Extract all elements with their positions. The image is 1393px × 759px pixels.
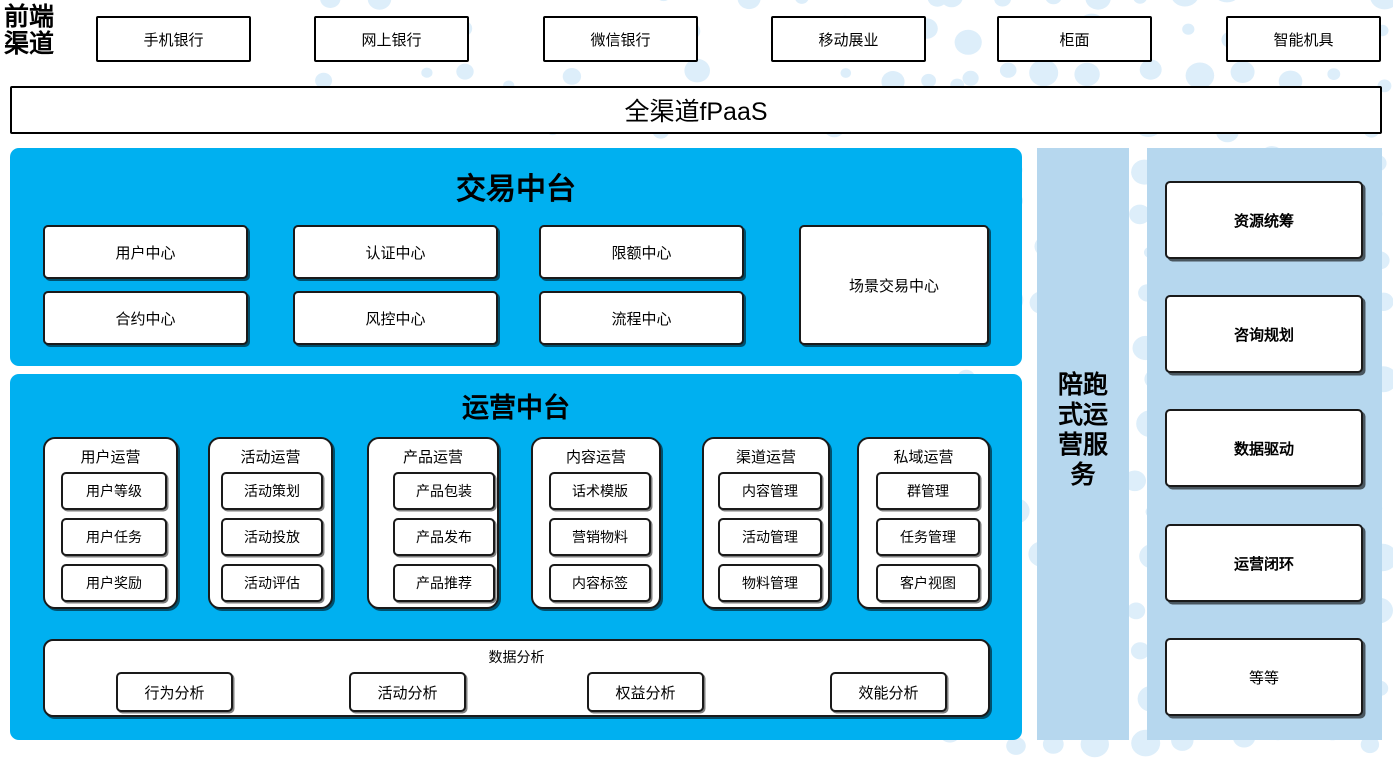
accompany-service-line: 务	[1070, 461, 1096, 489]
transaction-card-limit-center[interactable]: 限额中心	[539, 225, 744, 279]
omnichannel-fpaas-bar[interactable]: 全渠道fPaaS	[10, 86, 1382, 134]
channel-item-counter[interactable]: 柜面	[997, 16, 1152, 62]
channel-item-label: 柜面	[1059, 31, 1090, 49]
transaction-card-label: 合约中心	[115, 310, 176, 328]
front-channel-label: 前端 渠道	[4, 4, 92, 58]
accompany-service-line: 陪跑	[1057, 371, 1108, 399]
transaction-card-label: 限额中心	[611, 244, 672, 262]
transaction-card-label: 场景交易中心	[848, 277, 939, 295]
operation-group-title: 渠道运营	[735, 449, 796, 466]
accompany-service-title: 陪跑 式运 营服 务	[1037, 370, 1129, 490]
service-card-etc[interactable]: 等等	[1165, 638, 1363, 716]
service-card-operation-loop[interactable]: 运营闭环	[1165, 524, 1363, 602]
operation-item[interactable]: 任务管理	[876, 518, 980, 556]
data-analysis-item[interactable]: 行为分析	[116, 672, 233, 712]
service-card-label: 咨询规划	[1233, 326, 1294, 344]
operation-item[interactable]: 活动投放	[221, 518, 323, 556]
service-card-resource-coordination[interactable]: 资源统筹	[1165, 181, 1363, 259]
operation-group-product: 产品运营 产品包装 产品发布 产品推荐	[367, 437, 499, 609]
transaction-card-label: 用户中心	[115, 244, 176, 262]
transaction-card-label: 流程中心	[611, 310, 672, 328]
data-analysis-item[interactable]: 权益分析	[587, 672, 704, 712]
operation-item[interactable]: 群管理	[876, 472, 980, 510]
omnichannel-fpaas-label: 全渠道fPaaS	[624, 98, 768, 126]
operation-group-channel: 渠道运营 内容管理 活动管理 物料管理	[702, 437, 830, 609]
operation-item[interactable]: 内容标签	[549, 564, 651, 602]
transaction-card-risk-center[interactable]: 风控中心	[293, 291, 498, 345]
operation-item[interactable]: 活动策划	[221, 472, 323, 510]
data-analysis-item[interactable]: 活动分析	[349, 672, 466, 712]
operation-center-panel: 运营中台 用户运营 用户等级 用户任务 用户奖励 活动运营 活动策划 活动投放 …	[10, 374, 1022, 740]
channel-item-label: 手机银行	[143, 31, 204, 49]
operation-item[interactable]: 物料管理	[718, 564, 822, 602]
transaction-card-user-center[interactable]: 用户中心	[43, 225, 248, 279]
operation-group-title: 内容运营	[565, 449, 626, 466]
service-card-data-driven[interactable]: 数据驱动	[1165, 409, 1363, 487]
operation-item[interactable]: 活动评估	[221, 564, 323, 602]
operation-group-activity: 活动运营 活动策划 活动投放 活动评估	[208, 437, 333, 609]
channel-item-smart-machine[interactable]: 智能机具	[1226, 16, 1381, 62]
data-analysis-box: 数据分析 行为分析 活动分析 权益分析 效能分析	[43, 639, 990, 717]
service-card-label: 等等	[1248, 669, 1279, 687]
operation-group-title: 私域运营	[893, 449, 954, 466]
operation-item[interactable]: 活动管理	[718, 518, 822, 556]
operation-item[interactable]: 用户奖励	[61, 564, 167, 602]
channel-item-wechat-bank[interactable]: 微信银行	[543, 16, 698, 62]
transaction-center-panel: 交易中台 用户中心 认证中心 限额中心 合约中心 风控中心 流程中心 场景交易中…	[10, 148, 1022, 366]
operation-group-content: 内容运营 话术模版 营销物料 内容标签	[531, 437, 661, 609]
operation-item[interactable]: 营销物料	[549, 518, 651, 556]
transaction-card-label: 认证中心	[365, 244, 426, 262]
accompany-service-line: 营服	[1057, 431, 1108, 459]
operation-item[interactable]: 产品发布	[393, 518, 495, 556]
operation-item[interactable]: 话术模版	[549, 472, 651, 510]
operation-item[interactable]: 客户视图	[876, 564, 980, 602]
data-analysis-title: 数据分析	[488, 649, 545, 665]
accompany-service-column: 陪跑 式运 营服 务	[1037, 148, 1129, 740]
operation-item[interactable]: 用户任务	[61, 518, 167, 556]
operation-center-title: 运营中台	[462, 393, 570, 423]
operation-item[interactable]: 用户等级	[61, 472, 167, 510]
transaction-center-title: 交易中台	[456, 173, 576, 206]
transaction-card-scenario-center[interactable]: 场景交易中心	[799, 225, 989, 345]
front-channel-label-line1: 前端	[4, 4, 55, 31]
service-card-label: 运营闭环	[1233, 555, 1294, 573]
data-analysis-item[interactable]: 效能分析	[830, 672, 947, 712]
channel-item-label: 网上银行	[361, 31, 422, 49]
service-card-label: 资源统筹	[1233, 212, 1294, 230]
channel-item-label: 智能机具	[1273, 31, 1334, 49]
operation-group-title: 产品运营	[402, 449, 463, 466]
transaction-card-contract-center[interactable]: 合约中心	[43, 291, 248, 345]
operation-group-user: 用户运营 用户等级 用户任务 用户奖励	[43, 437, 178, 609]
service-capability-column: 资源统筹 咨询规划 数据驱动 运营闭环 等等	[1147, 148, 1382, 740]
accompany-service-line: 式运	[1057, 401, 1108, 429]
channel-item-mobile-bank[interactable]: 手机银行	[96, 16, 251, 62]
service-card-label: 数据驱动	[1233, 440, 1294, 458]
operation-group-private-domain: 私域运营 群管理 任务管理 客户视图	[857, 437, 990, 609]
transaction-card-process-center[interactable]: 流程中心	[539, 291, 744, 345]
channel-item-mobile-business[interactable]: 移动展业	[771, 16, 926, 62]
operation-item[interactable]: 内容管理	[718, 472, 822, 510]
operation-item[interactable]: 产品推荐	[393, 564, 495, 602]
transaction-card-label: 风控中心	[365, 310, 426, 328]
channel-item-label: 移动展业	[818, 31, 879, 49]
transaction-card-auth-center[interactable]: 认证中心	[293, 225, 498, 279]
operation-group-title: 活动运营	[240, 449, 301, 466]
operation-item[interactable]: 产品包装	[393, 472, 495, 510]
operation-group-title: 用户运营	[80, 449, 141, 466]
front-channel-label-line2: 渠道	[4, 31, 55, 58]
service-card-consulting-planning[interactable]: 咨询规划	[1165, 295, 1363, 373]
channel-item-online-bank[interactable]: 网上银行	[314, 16, 469, 62]
channel-item-label: 微信银行	[590, 31, 651, 49]
